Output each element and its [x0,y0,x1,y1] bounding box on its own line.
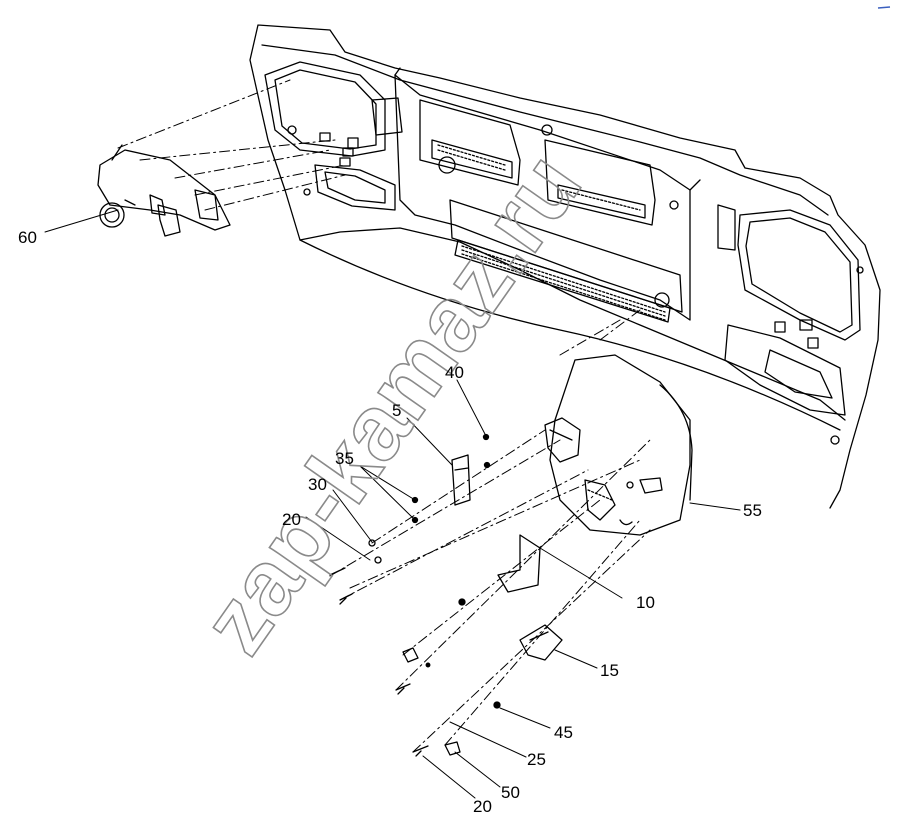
right-end-cap [544,354,693,536]
corner-mark [877,6,891,9]
callout-25: 25 [527,750,546,769]
callout-50: 50 [501,783,520,802]
right-slot [724,324,846,416]
callout-45: 45 [554,723,573,742]
leader-lines [44,209,741,799]
left-slot [314,164,396,211]
callout-30: 30 [308,475,327,494]
callout-labels: 60 40 5 35 30 20 55 10 15 45 25 50 20 [18,228,762,816]
bracket-15 [519,624,563,661]
assembly-lines [117,79,651,753]
callout-20-upper: 20 [282,510,301,529]
step-grid-panel [449,199,683,313]
bumper-assembly [249,24,881,509]
callout-40: 40 [445,363,464,382]
callout-15: 15 [600,661,619,680]
bracket-5 [451,454,471,506]
callout-35: 35 [335,449,354,468]
right-lamp-recess [737,209,861,341]
callout-55: 55 [743,501,762,520]
bumper-upper-rim [261,44,829,216]
left-end-cap [97,144,231,237]
central-frame [394,74,691,321]
callout-10: 10 [636,593,655,612]
callout-5: 5 [392,401,401,420]
bumper-outline [249,24,881,509]
bumper-lower-face [299,239,841,431]
callout-60: 60 [18,228,37,247]
callout-20-lower: 20 [473,797,492,816]
upper-right-box [544,139,656,226]
upper-left-box [419,99,521,186]
left-lamp-recess [264,61,386,157]
